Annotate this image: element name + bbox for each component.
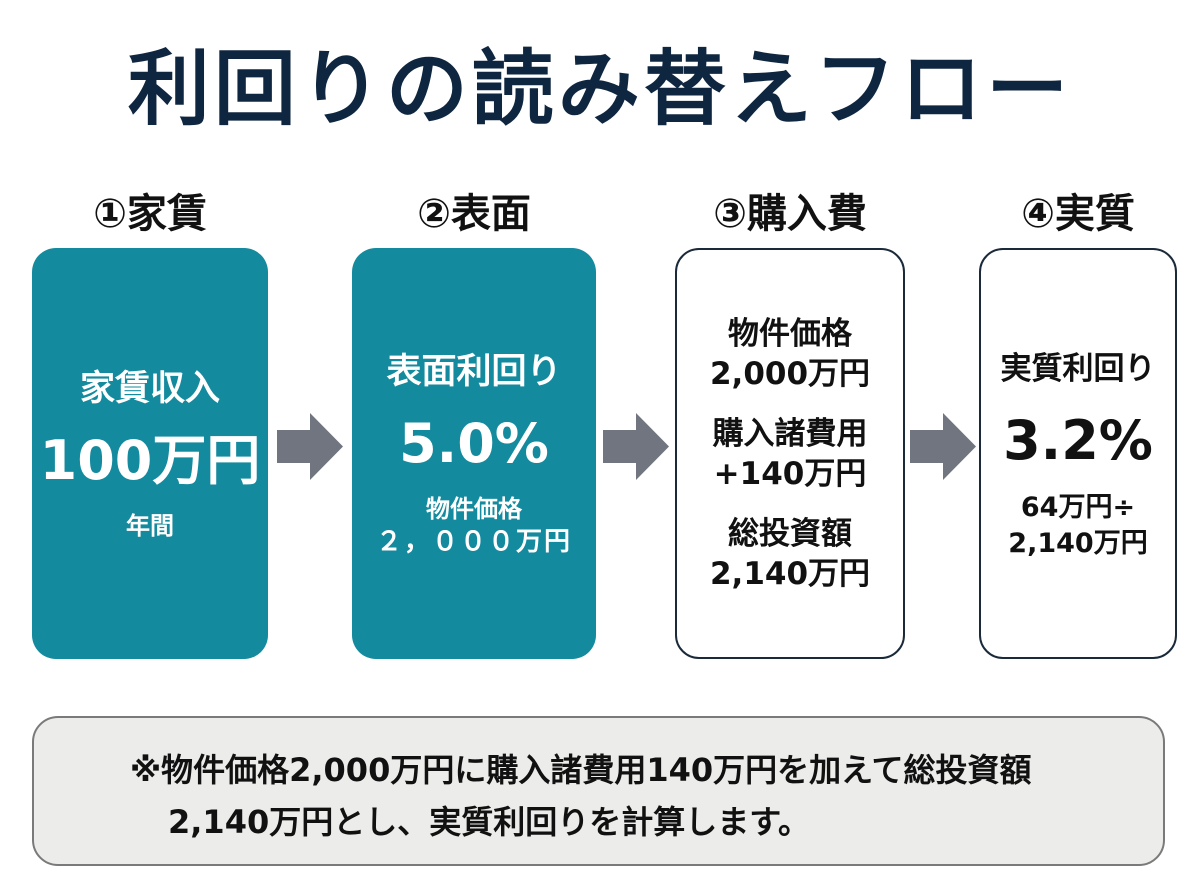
net-yield-formula-1: 64万円÷	[1020, 491, 1136, 523]
step-3-label: ③購入費	[713, 191, 867, 237]
rent-income-heading: 家賃収入	[79, 368, 220, 409]
right-arrow-icon	[277, 413, 343, 480]
purchase-cost-box: 物件価格 2,000万円 購入諸費用 +140万円 総投資額 2,140万円	[675, 248, 905, 659]
cost-item: 総投資額 2,140万円	[710, 514, 870, 594]
cost-item: 物件価格 2,000万円	[710, 314, 870, 394]
net-yield-box: 実質利回り 3.2% 64万円÷ 2,140万円	[979, 248, 1177, 659]
rent-income-period: 年間	[126, 511, 174, 540]
page-title: 利回りの読み替えフロー	[127, 42, 1073, 137]
gross-yield-value: 5.0%	[399, 411, 549, 475]
net-yield-formula-2: 2,140万円	[1008, 527, 1148, 559]
cost-item-name: 購入諸費用	[712, 415, 868, 452]
cost-item-name: 物件価格	[728, 315, 852, 352]
step-1-label: ①家賃	[93, 191, 207, 237]
cost-item-amount: 2,000万円	[709, 355, 871, 392]
net-yield-heading: 実質利回り	[1000, 350, 1156, 387]
right-arrow-icon	[603, 413, 669, 480]
step-4-label: ④実質	[1021, 191, 1135, 237]
footnote-box: ※物件価格2,000万円に購入諸費用140万円を加えて総投資額 2,140万円と…	[32, 716, 1165, 866]
cost-item-amount: 2,140万円	[709, 555, 871, 592]
gross-yield-box: 表面利回り 5.0% 物件価格 ２，０００万円	[352, 248, 596, 659]
rent-income-box: 家賃収入 100万円 年間	[32, 248, 268, 659]
gross-yield-sub-amount: ２，０００万円	[375, 526, 572, 557]
net-yield-value: 3.2%	[1003, 408, 1153, 472]
cost-item-name: 総投資額	[728, 515, 852, 552]
cost-item-amount: +140万円	[713, 455, 867, 492]
gross-yield-sub-label: 物件価格	[426, 494, 522, 523]
right-arrow-icon	[910, 413, 976, 480]
gross-yield-heading: 表面利回り	[386, 351, 562, 392]
footnote-line-1: ※物件価格2,000万円に購入諸費用140万円を加えて総投資額	[130, 751, 1032, 789]
cost-item: 購入諸費用 +140万円	[713, 414, 868, 494]
rent-income-value: 100万円	[39, 428, 261, 492]
step-2-label: ②表面	[417, 191, 531, 237]
footnote-line-2: 2,140万円とし、実質利回りを計算します。	[168, 803, 811, 841]
